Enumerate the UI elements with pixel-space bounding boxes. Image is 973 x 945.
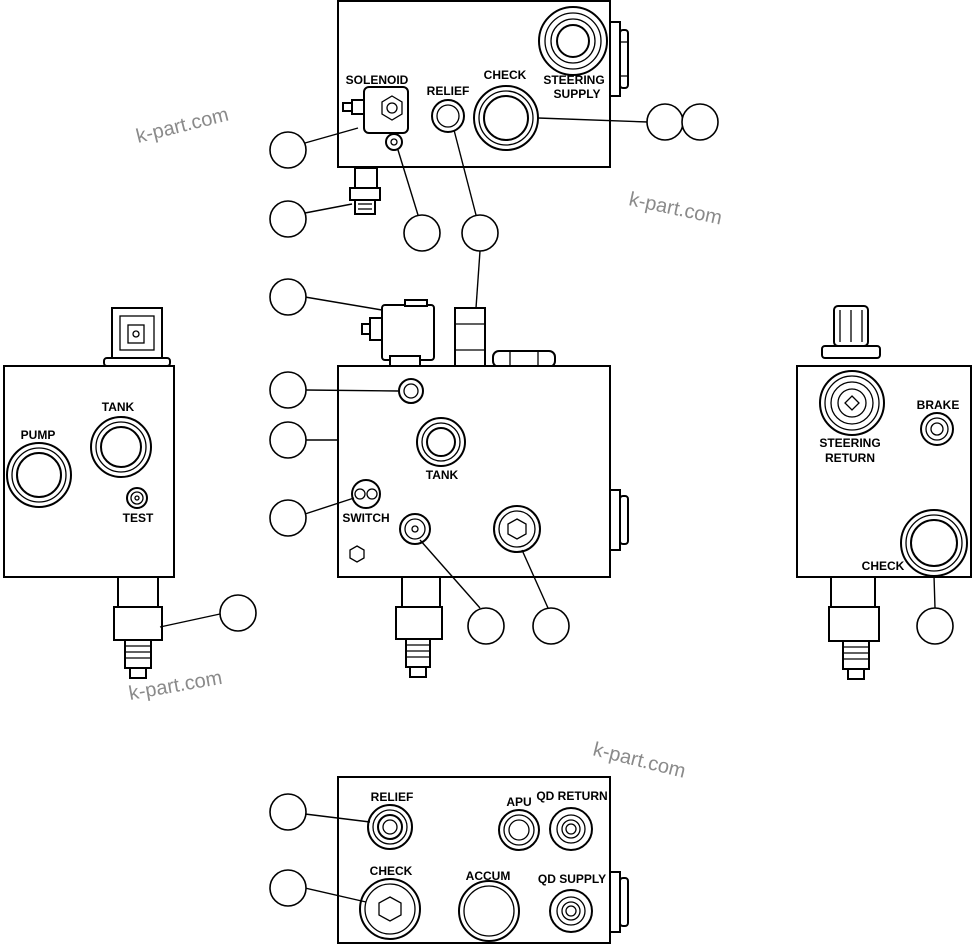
accum-label: ACCUM: [466, 869, 511, 883]
check-label: CHECK: [862, 559, 905, 573]
watermark: k-part.com: [134, 104, 231, 148]
bottom-cartridge: [395, 576, 443, 678]
apu-port: [498, 809, 540, 851]
relief-tube: [454, 250, 486, 367]
steering-return-port: [819, 370, 885, 436]
qd-supply-port: [549, 889, 593, 933]
qd-return-label: QD RETURN: [536, 789, 607, 803]
side-plug: [609, 871, 629, 933]
callouts-top: [269, 103, 719, 252]
test-port: [126, 487, 148, 509]
brake-label: BRAKE: [917, 398, 960, 412]
callouts-bottom: [269, 793, 371, 907]
left-solenoid-coil: [103, 307, 171, 367]
right-valve-block: STEERING RETURN BRAKE CHECK: [796, 305, 972, 680]
solenoid-label: SOLENOID: [346, 73, 409, 87]
steering-label: STEERING: [543, 73, 604, 87]
callout-bubble: [532, 607, 570, 645]
solenoid-valve: [342, 86, 409, 151]
relief-port: [367, 804, 413, 850]
tank-port: [90, 416, 152, 478]
check-label: CHECK: [370, 864, 413, 878]
relief-port: [431, 99, 465, 133]
callout-bubble: [681, 103, 719, 141]
plug-port: [493, 505, 541, 553]
apu-label: APU: [506, 795, 531, 809]
callout-bubble: [269, 499, 307, 537]
pump-port: [6, 442, 72, 508]
accum-port: [458, 880, 520, 942]
tank-label: TANK: [426, 468, 459, 482]
left-block-body: [3, 365, 175, 578]
callout-bubble: [269, 793, 307, 831]
callout-bubble: [269, 200, 307, 238]
side-plug: [609, 21, 629, 97]
callout-bubble: [269, 421, 307, 459]
callout-bubble: [467, 607, 505, 645]
supply-label: SUPPLY: [554, 87, 601, 101]
callout-bubble: [916, 607, 954, 645]
watermark: k-part.com: [627, 188, 724, 229]
qd-supply-label: QD SUPPLY: [538, 872, 606, 886]
tank-label: TANK: [102, 400, 135, 414]
callout-bubble: [219, 594, 257, 632]
check-label: CHECK: [484, 68, 527, 82]
callout-bubble: [269, 131, 307, 169]
gauge-port: [398, 378, 424, 404]
bottom-cartridge: [828, 576, 880, 680]
tank-port: [416, 417, 466, 467]
check-port: [359, 878, 421, 940]
switch-label: SWITCH: [342, 511, 389, 525]
callout-bubble: [269, 278, 307, 316]
callout-bubble: [461, 214, 499, 252]
callout-bubble: [403, 214, 441, 252]
switch-port: [351, 479, 381, 509]
pump-label: PUMP: [21, 428, 56, 442]
callout-bubble: [269, 371, 307, 409]
right-top-fitting: [821, 305, 881, 359]
callout-bubble: [646, 103, 684, 141]
relief-label: RELIEF: [371, 790, 414, 804]
callout-bubble: [269, 869, 307, 907]
relief-label: RELIEF: [427, 84, 470, 98]
side-plug: [609, 489, 629, 551]
bottom-cartridge: [113, 576, 163, 679]
test-label: TEST: [123, 511, 154, 525]
bottom-fitting: [349, 167, 381, 215]
center-top-nut: [492, 350, 556, 368]
steering-label: STEERING: [819, 436, 880, 450]
callouts-center: [269, 278, 570, 645]
top-block-body: [337, 0, 611, 168]
left-valve-block: PUMP TANK TEST: [3, 307, 257, 679]
relief-fitting: [454, 307, 486, 367]
center-block-body: [337, 365, 611, 578]
steering-supply-port: [538, 6, 608, 76]
brake-port: [920, 412, 954, 446]
small-port: [399, 513, 431, 545]
hex-plug: [349, 545, 365, 563]
qd-return-port: [549, 807, 593, 851]
return-label: RETURN: [825, 451, 875, 465]
center-solenoid-coil: [361, 299, 435, 367]
bottom-valve-block: RELIEF APU QD RETURN CHECK ACCUM QD SUPP…: [337, 776, 629, 944]
center-valve-block: TANK SWITCH: [337, 365, 629, 678]
top-valve-block: SOLENOID RELIEF CHECK STEERING SUPPLY: [337, 0, 629, 215]
bottom-block-body: [337, 776, 611, 944]
